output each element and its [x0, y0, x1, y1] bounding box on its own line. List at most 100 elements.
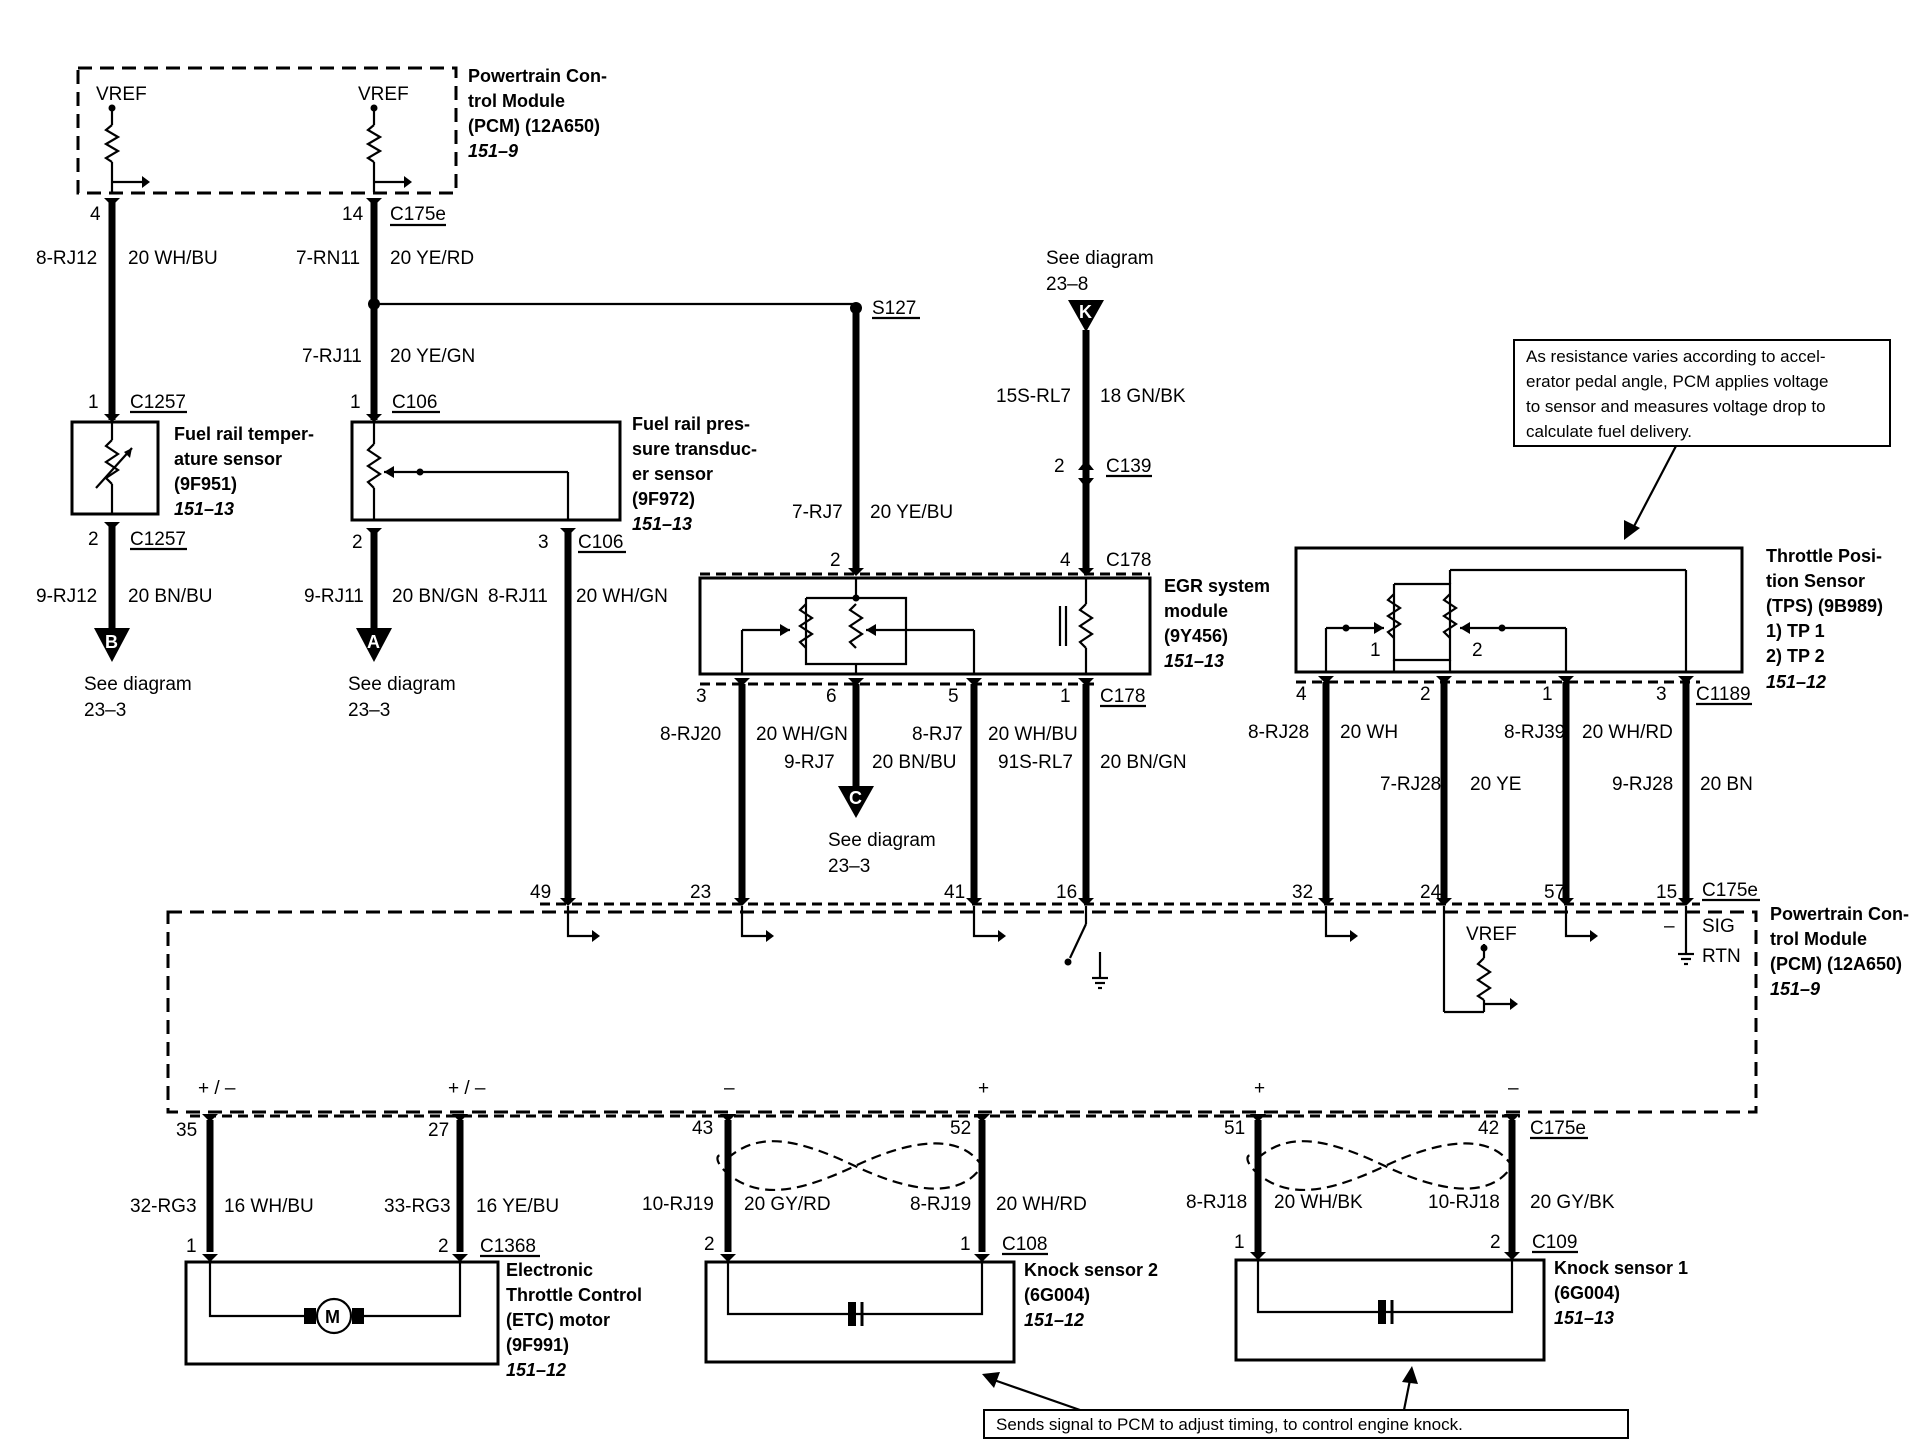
pin-label: 1: [960, 1234, 971, 1255]
circuit-label: 8-RJ7: [912, 724, 963, 745]
splice-s127: S127: [872, 298, 916, 319]
knock-note-text: Sends signal to PCM to adjust timing, to…: [996, 1415, 1463, 1434]
motor-symbol: M: [325, 1307, 340, 1327]
circuit-label: 33-RG3: [384, 1196, 451, 1217]
egr-name-1: EGR system: [1164, 576, 1270, 596]
tps-ref: 151–12: [1766, 672, 1826, 692]
frp-ref: 151–13: [632, 514, 692, 534]
wire-color-label: 20 WH/RD: [996, 1194, 1087, 1215]
pin-label: 2: [352, 532, 363, 553]
etc-motor: M Electronic Throttle Control (ETC) moto…: [184, 1254, 642, 1380]
see-diagram-label: See diagram: [828, 830, 936, 851]
etc-ref: 151–12: [506, 1360, 566, 1380]
pcm-main-minus: –: [1664, 916, 1675, 937]
circuit-label: 8-RJ18: [1186, 1192, 1247, 1213]
pin-label: 1: [1542, 684, 1553, 705]
pcm-top: VREF VREF Powertrain Con- trol Module (P…: [76, 66, 607, 195]
pcm-polarity: + / –: [198, 1078, 236, 1099]
circuit-label: 91S-RL7: [998, 752, 1073, 773]
tps-name-2: tion Sensor: [1766, 571, 1865, 591]
pcm-main: 49 23 41 16 32 24 57 15 C175e: [166, 880, 1909, 1114]
ks1-ref: 151–13: [1554, 1308, 1614, 1328]
circuit-label: 8-RJ39: [1504, 722, 1565, 743]
pcm-polarity: +: [978, 1078, 989, 1099]
pcm-pin-top: 24: [1420, 882, 1442, 903]
pcm-main-name-1: Powertrain Con-: [1770, 904, 1909, 924]
tps-name-3: (TPS) (9B989): [1766, 596, 1883, 616]
wire-color-label: 20 YE/BU: [870, 502, 953, 523]
throttle-position-sensor: 1 2 Throttle Posi- tion Sensor (TPS) (9B…: [1294, 546, 1883, 692]
pin-label: 2: [1420, 684, 1431, 705]
etc-name-2: Throttle Control: [506, 1285, 642, 1305]
wire-color-label: 16 YE/BU: [476, 1196, 559, 1217]
wire-color-label: 20 BN/GN: [1100, 752, 1187, 773]
pcm-pin-top: 16: [1056, 882, 1077, 903]
pcm-top-name-1: Powertrain Con-: [468, 66, 607, 86]
ref-letter: A: [367, 632, 380, 652]
connector-c1257-2: C1257: [130, 529, 186, 550]
frt-name-2: ature sensor: [174, 449, 282, 469]
wire-color-label: 20 YE/RD: [390, 248, 474, 269]
pin-label: 3: [696, 686, 707, 707]
connector-c175e-top: C175e: [390, 204, 446, 225]
pcm-top-ref: 151–9: [468, 141, 518, 161]
pcm-pin-top: 15: [1656, 882, 1677, 903]
pcm-pin-top: 23: [690, 882, 711, 903]
pin-label: 2: [830, 550, 841, 571]
wire-color-label: 20 WH/BU: [128, 248, 218, 269]
pin-label: 4: [1296, 684, 1307, 705]
pcm-pin-bottom: 43: [692, 1118, 713, 1139]
wire-color-label: 20 BN/GN: [392, 586, 479, 607]
pin-label: 3: [1656, 684, 1667, 705]
fuel-rail-temp-sensor: Fuel rail temper- ature sensor (9F951) 1…: [70, 420, 314, 519]
pcm-main-ref: 151–9: [1770, 979, 1820, 999]
diagram-ref: 23–3: [828, 856, 870, 877]
circuit-label: 9-RJ28: [1612, 774, 1673, 795]
wire-color-label: 20 WH/GN: [576, 586, 668, 607]
wire-color-label: 20 BN/BU: [872, 752, 956, 773]
pcm-pin-bottom: 51: [1224, 1118, 1245, 1139]
knock-sensor-2: Knock sensor 2 (6G004) 151–12: [704, 1254, 1158, 1364]
pcm-pin-bottom: 52: [950, 1118, 971, 1139]
connector-c108: C108: [1002, 1234, 1047, 1255]
tps-note-line-2: erator pedal angle, PCM applies voltage: [1526, 372, 1828, 391]
circuit-label: 7-RJ28: [1380, 774, 1441, 795]
circuit-label: 9-RJ11: [304, 586, 364, 607]
frp-name-1: Fuel rail pres-: [632, 414, 750, 434]
circuit-label: 9-RJ12: [36, 586, 97, 607]
ks2-ref: 151–12: [1024, 1310, 1084, 1330]
circuit-label: 7-RJ7: [792, 502, 843, 523]
wire-color-label: 18 GN/BK: [1100, 386, 1186, 407]
pcm-pin-top: 49: [530, 882, 551, 903]
wire-color-label: 20 WH: [1340, 722, 1398, 743]
pin-label: 2: [704, 1234, 715, 1255]
egr-name-2: module: [1164, 601, 1228, 621]
tps-name-1: Throttle Posi-: [1766, 546, 1882, 566]
egr-system-module: EGR system module (9Y456) 151–13: [698, 568, 1270, 676]
diagram-ref: 23–3: [84, 700, 126, 721]
frp-name-2: sure transduc-: [632, 439, 757, 459]
connector-c106: C106: [392, 392, 437, 413]
tps-name-5: 2) TP 2: [1766, 646, 1825, 666]
pin-label: 2: [1054, 456, 1065, 477]
pcm-main-rtn: RTN: [1702, 946, 1741, 967]
pcm-main-vref: VREF: [1466, 924, 1517, 945]
pcm-main-name-2: trol Module: [1770, 929, 1867, 949]
pin-label: 4: [90, 204, 101, 225]
pcm-polarity: + / –: [448, 1078, 486, 1099]
tps-note-line-4: calculate fuel delivery.: [1526, 422, 1692, 441]
etc-name-4: (9F991): [506, 1335, 569, 1355]
pin-label: 5: [948, 686, 959, 707]
pin-label: 2: [88, 529, 99, 550]
pcm-main-sig: SIG: [1702, 916, 1735, 937]
wire-color-label: 20 WH/GN: [756, 724, 848, 745]
pin-label: 1: [186, 1236, 197, 1257]
wire-color-label: 20 BN/BU: [128, 586, 212, 607]
pin-label: 3: [538, 532, 549, 553]
pin-label: 2: [438, 1236, 449, 1257]
connector-c139: C139: [1106, 456, 1151, 477]
wire-color-label: 20 WH/BU: [988, 724, 1078, 745]
wire-color-label: 20 WH/BK: [1274, 1192, 1363, 1213]
wire-color-label: 16 WH/BU: [224, 1196, 314, 1217]
